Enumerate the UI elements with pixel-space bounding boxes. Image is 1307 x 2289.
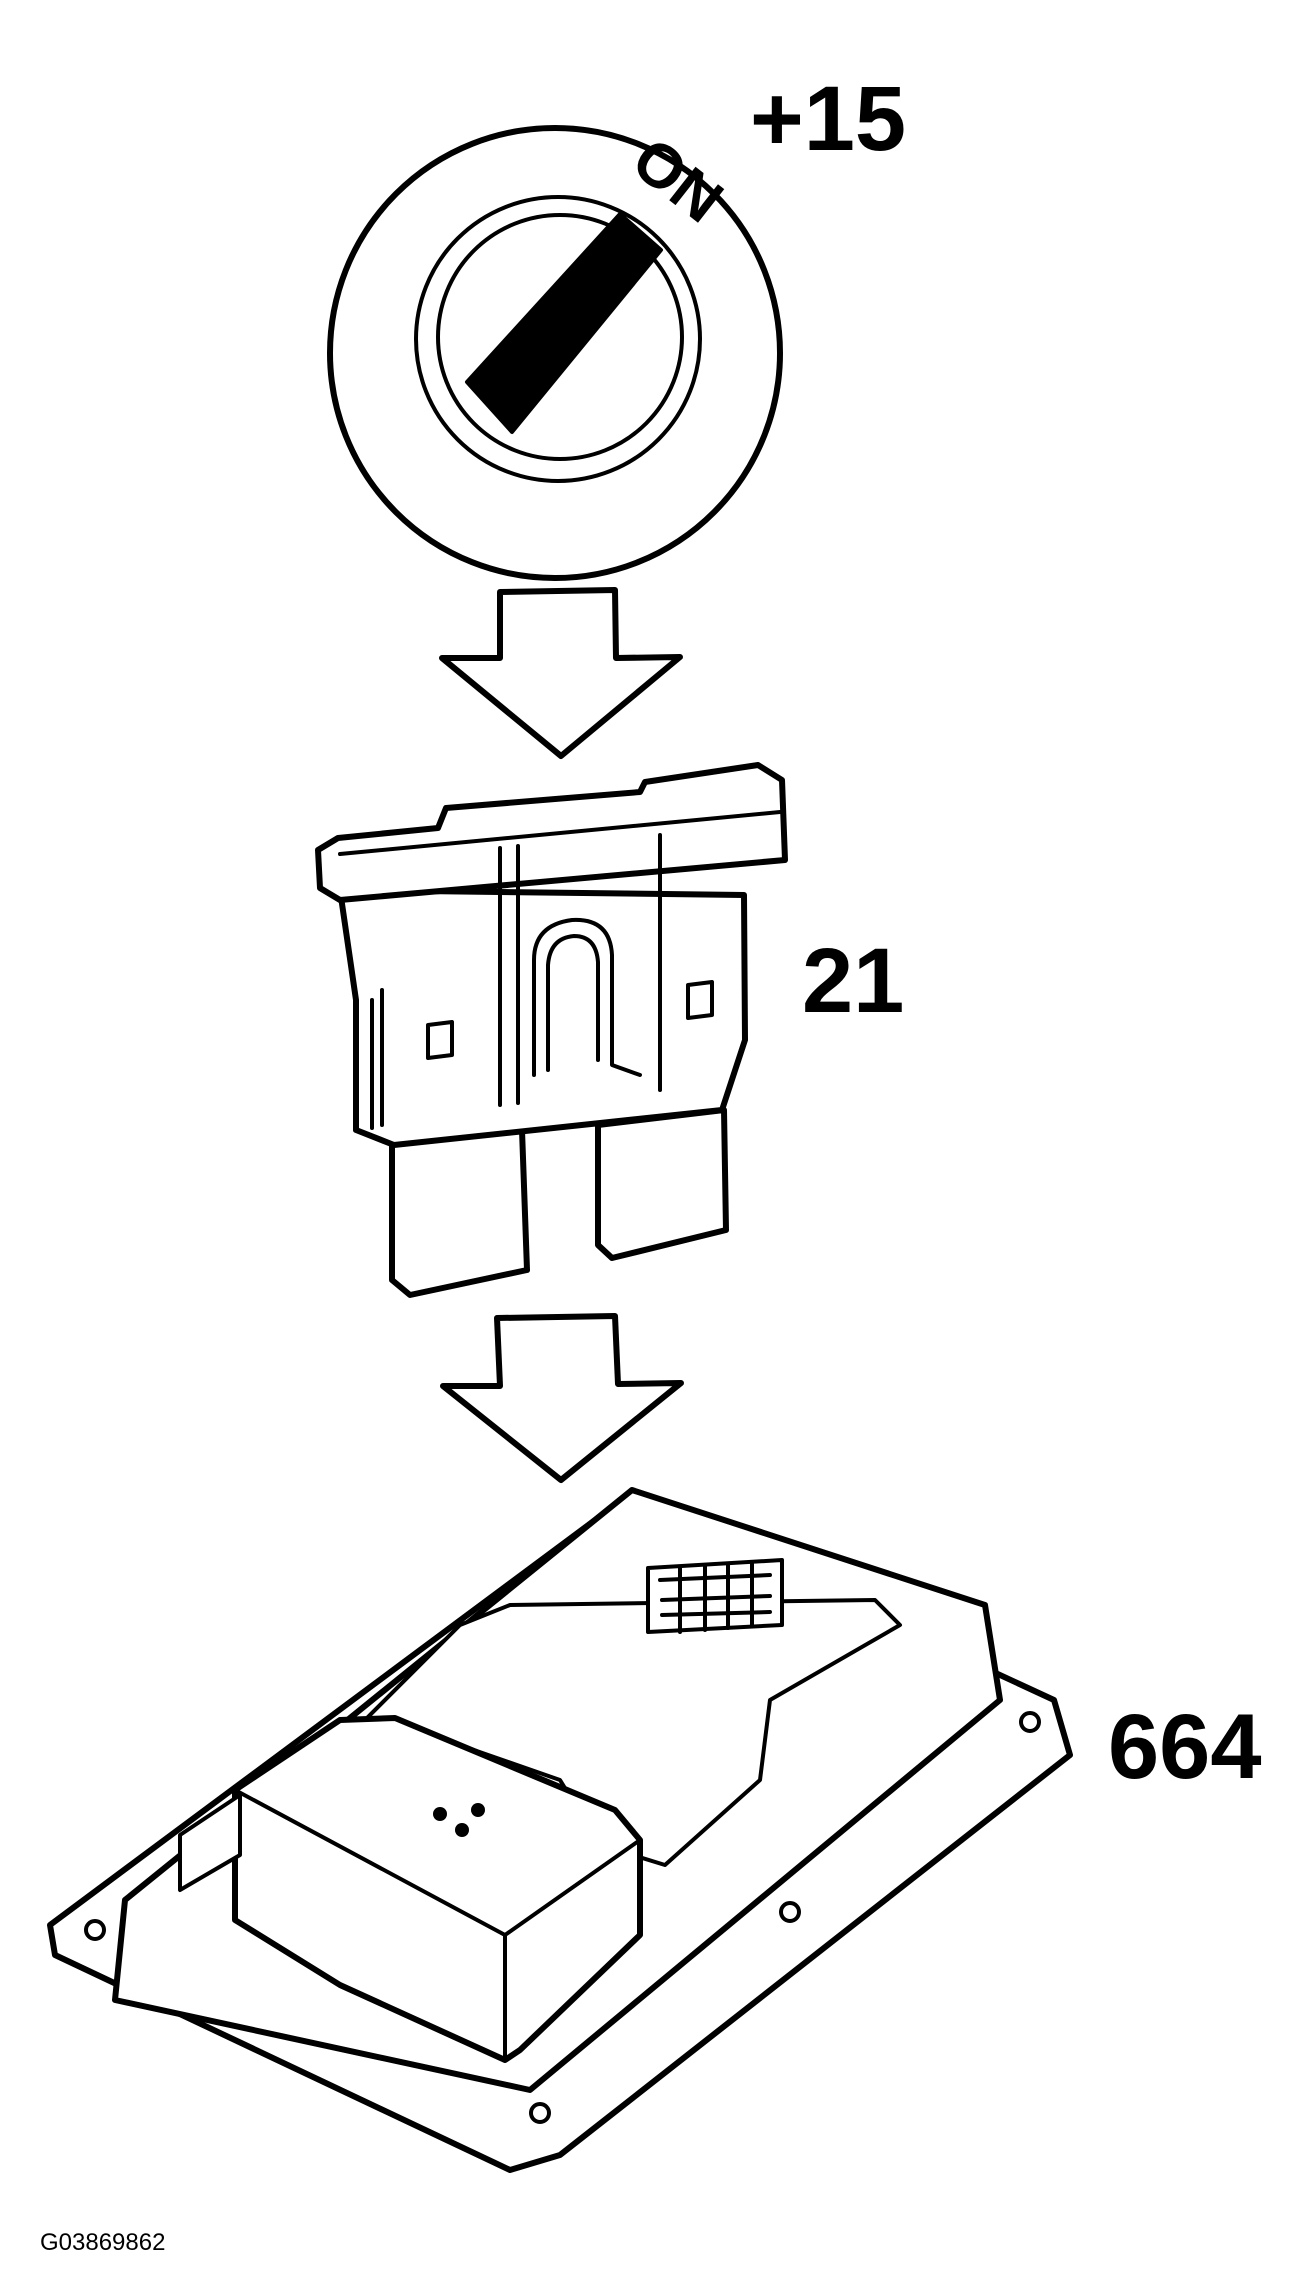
terminal-label: +15	[750, 68, 906, 170]
fuse-label: 21	[802, 930, 904, 1032]
blade-fuse-icon	[315, 762, 788, 1298]
ignition-switch-icon	[327, 125, 783, 581]
arrow-down-icon	[439, 587, 683, 759]
control-module-icon	[47, 1487, 1073, 2173]
figure-id: G03869862	[40, 2229, 165, 2256]
arrow-down-icon	[440, 1313, 684, 1483]
control-module-label: 664	[1108, 1696, 1262, 1798]
